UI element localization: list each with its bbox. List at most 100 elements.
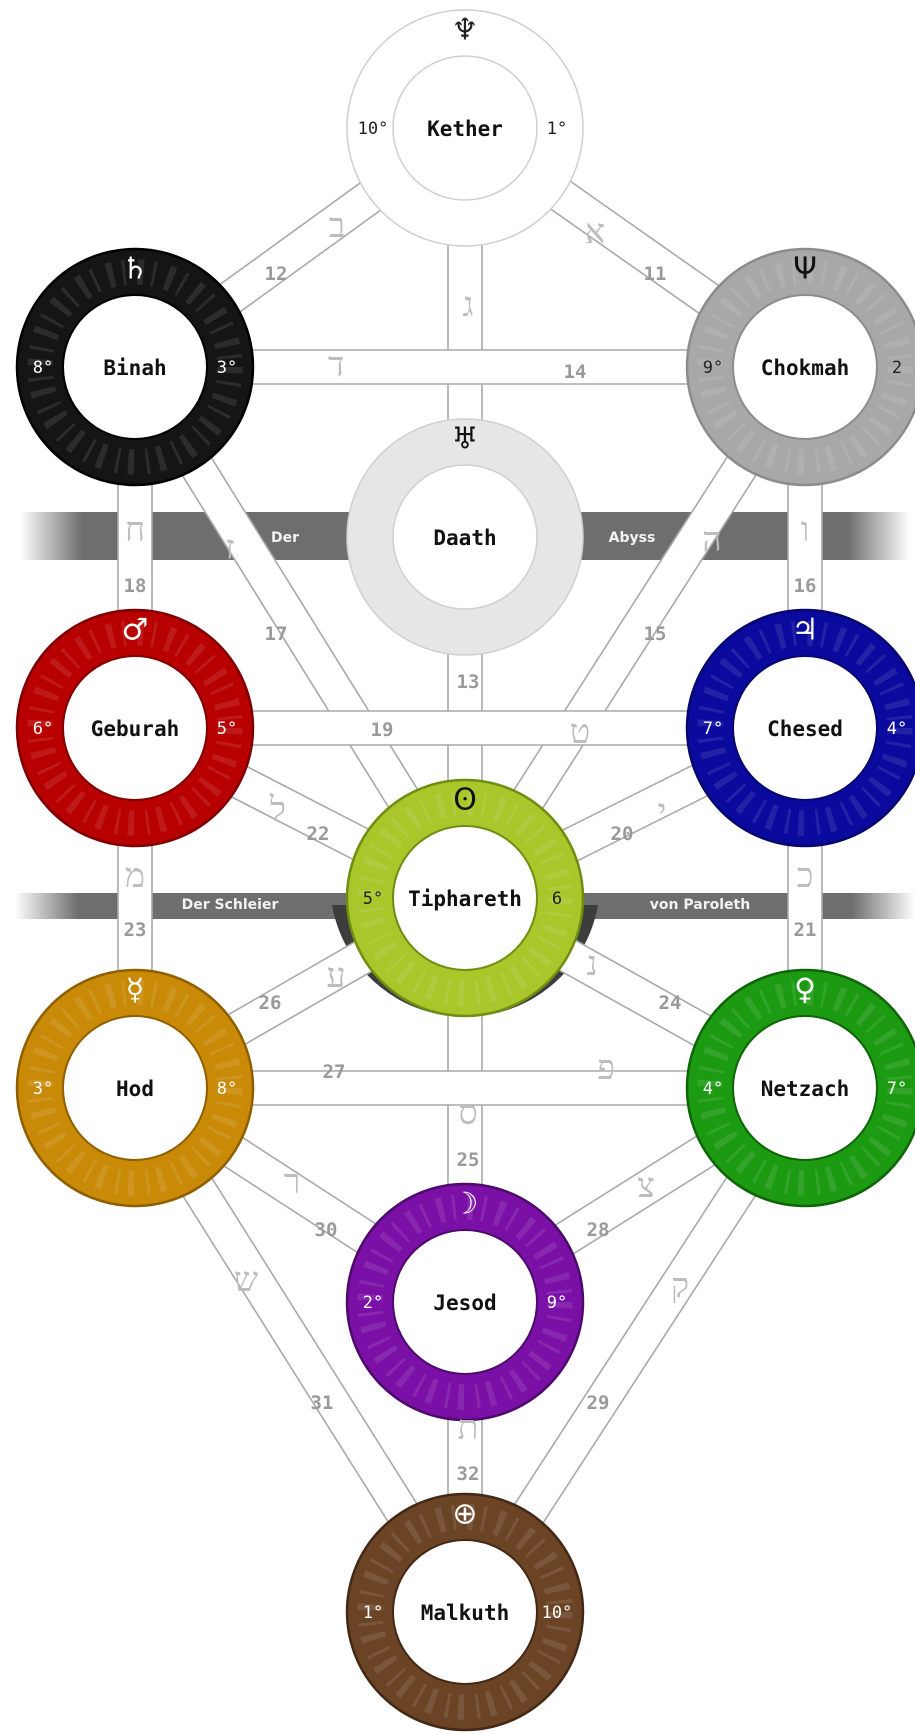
- sefira-name: Netzach: [761, 1077, 850, 1101]
- sun-icon: ʘ: [453, 783, 477, 818]
- sefira-daath: Daath♅: [346, 418, 584, 656]
- path-number: 21: [794, 919, 817, 941]
- degree-left: 4°: [703, 1079, 723, 1099]
- hebrew-letter: ס: [458, 1093, 477, 1133]
- degree-right: 3°: [217, 358, 237, 378]
- sefira-ring: [17, 610, 253, 846]
- degree-right: 5°: [217, 719, 237, 739]
- degree-left: 2°: [363, 1293, 383, 1313]
- sefira-inner-disc: [732, 655, 878, 801]
- hebrew-letter: ב: [329, 206, 345, 246]
- sefira-inner-disc: [392, 1539, 538, 1685]
- sefira-name: Hod: [116, 1077, 154, 1101]
- path-number: 20: [611, 823, 634, 845]
- hebrew-letter: ח: [125, 510, 145, 550]
- sefira-outer-edge: [346, 9, 584, 247]
- sefira-binah: Binah♄8°3°: [15, 247, 255, 487]
- path-number: 29: [587, 1392, 610, 1414]
- sefira-inner-disc: [392, 55, 538, 201]
- path-channel: [450, 1078, 820, 1622]
- path-number: 31: [311, 1392, 334, 1414]
- degree-right: 4°: [887, 719, 907, 739]
- hebrew-letter: פ: [597, 1048, 615, 1088]
- path-number: 22: [307, 823, 330, 845]
- degree-right: 1°: [547, 119, 567, 139]
- sefira-outer-edge: [685, 247, 915, 487]
- sefira-name: Malkuth: [421, 1601, 510, 1625]
- path-channel: [135, 350, 805, 384]
- path-number: 30: [315, 1219, 338, 1241]
- veil-left-label: Der Schleier: [182, 897, 279, 913]
- hebrew-letter: ג: [462, 285, 473, 325]
- hebrew-letter: כ: [797, 856, 814, 896]
- path-channel: [135, 1071, 805, 1105]
- degree-left: 9°: [703, 358, 723, 378]
- sefira-texture: [697, 620, 913, 836]
- path-number: 32: [457, 1463, 480, 1485]
- mars-icon: ♂: [122, 613, 149, 648]
- sefira-hod: Hod☿3°8°: [15, 968, 255, 1208]
- hebrew-letter: ש: [234, 1260, 258, 1300]
- sefira-ring: [687, 249, 915, 485]
- sefira-inner-disc: [62, 1015, 208, 1161]
- hebrew-letter: ו: [801, 510, 810, 550]
- sefira-netzach: Netzach♀4°7°: [685, 968, 915, 1208]
- sefira-chesed: Chesed♃7°4°: [685, 608, 915, 848]
- sefira-name: Daath: [433, 526, 496, 550]
- sefira-ring: [347, 780, 583, 1016]
- sefira-name: Chesed: [767, 717, 843, 741]
- degree-left: 7°: [703, 719, 723, 739]
- degree-right: 9°: [547, 1293, 567, 1313]
- sefira-ring: [17, 970, 253, 1206]
- sefira-ring: [687, 970, 915, 1206]
- sefira-outer-edge: [15, 608, 255, 848]
- neptune-icon: ♆: [452, 13, 479, 48]
- sefira-inner-disc: [392, 464, 538, 610]
- sefira-malkuth: Malkuth⊕1°10°: [345, 1492, 585, 1732]
- sefira-name: Binah: [103, 356, 166, 380]
- path-number: 23: [124, 919, 147, 941]
- path-number: 17: [265, 623, 288, 645]
- sefira-inner-disc: [732, 294, 878, 440]
- path-number: 28: [587, 1219, 610, 1241]
- sefira-outer-edge: [345, 1182, 585, 1422]
- sefira-name: Kether: [427, 117, 503, 141]
- sefira-inner-disc: [62, 655, 208, 801]
- venus-icon: ♀: [794, 973, 816, 1008]
- degree-right: 2: [892, 358, 902, 378]
- sefira-outer-edge: [346, 418, 584, 656]
- sefira-ring: [687, 610, 915, 846]
- hebrew-letter: ע: [326, 956, 345, 996]
- sefira-name: Geburah: [91, 717, 180, 741]
- hebrew-letter: ת: [458, 1408, 479, 1448]
- sefira-name: Chokmah: [761, 356, 850, 380]
- path-number: 13: [457, 671, 480, 693]
- path-number: 19: [371, 719, 394, 741]
- sefira-name: Jesod: [433, 1291, 496, 1315]
- degree-right: 10°: [542, 1603, 573, 1623]
- moon-icon: ☽: [452, 1187, 479, 1222]
- degree-right: 6: [552, 889, 562, 909]
- sefira-outer-edge: [15, 968, 255, 1208]
- sefira-ring: [347, 1494, 583, 1730]
- sefira-ring: [347, 1184, 583, 1420]
- sefira-kether: Kether♆10°1°: [346, 9, 584, 247]
- sefirot-layer: Kether♆10°1°ChokmahΨ9°2Binah♄8°3°Daath♅C…: [15, 9, 915, 1732]
- hebrew-letter: א: [585, 212, 605, 252]
- path-number: 15: [644, 623, 667, 645]
- sefira-outer-edge: [685, 968, 915, 1208]
- sefira-texture: [27, 620, 243, 836]
- degree-left: 8°: [33, 358, 53, 378]
- hebrew-letter: ר: [284, 1162, 301, 1202]
- sefira-texture: [357, 790, 573, 1006]
- hebrew-letter: נ: [586, 944, 597, 984]
- degree-left: 1°: [363, 1603, 383, 1623]
- hebrew-letter: ק: [671, 1266, 689, 1306]
- path-channel: [120, 1078, 480, 1622]
- sefira-ring: [17, 249, 253, 485]
- degree-right: 8°: [217, 1079, 237, 1099]
- path-channel: [135, 711, 805, 745]
